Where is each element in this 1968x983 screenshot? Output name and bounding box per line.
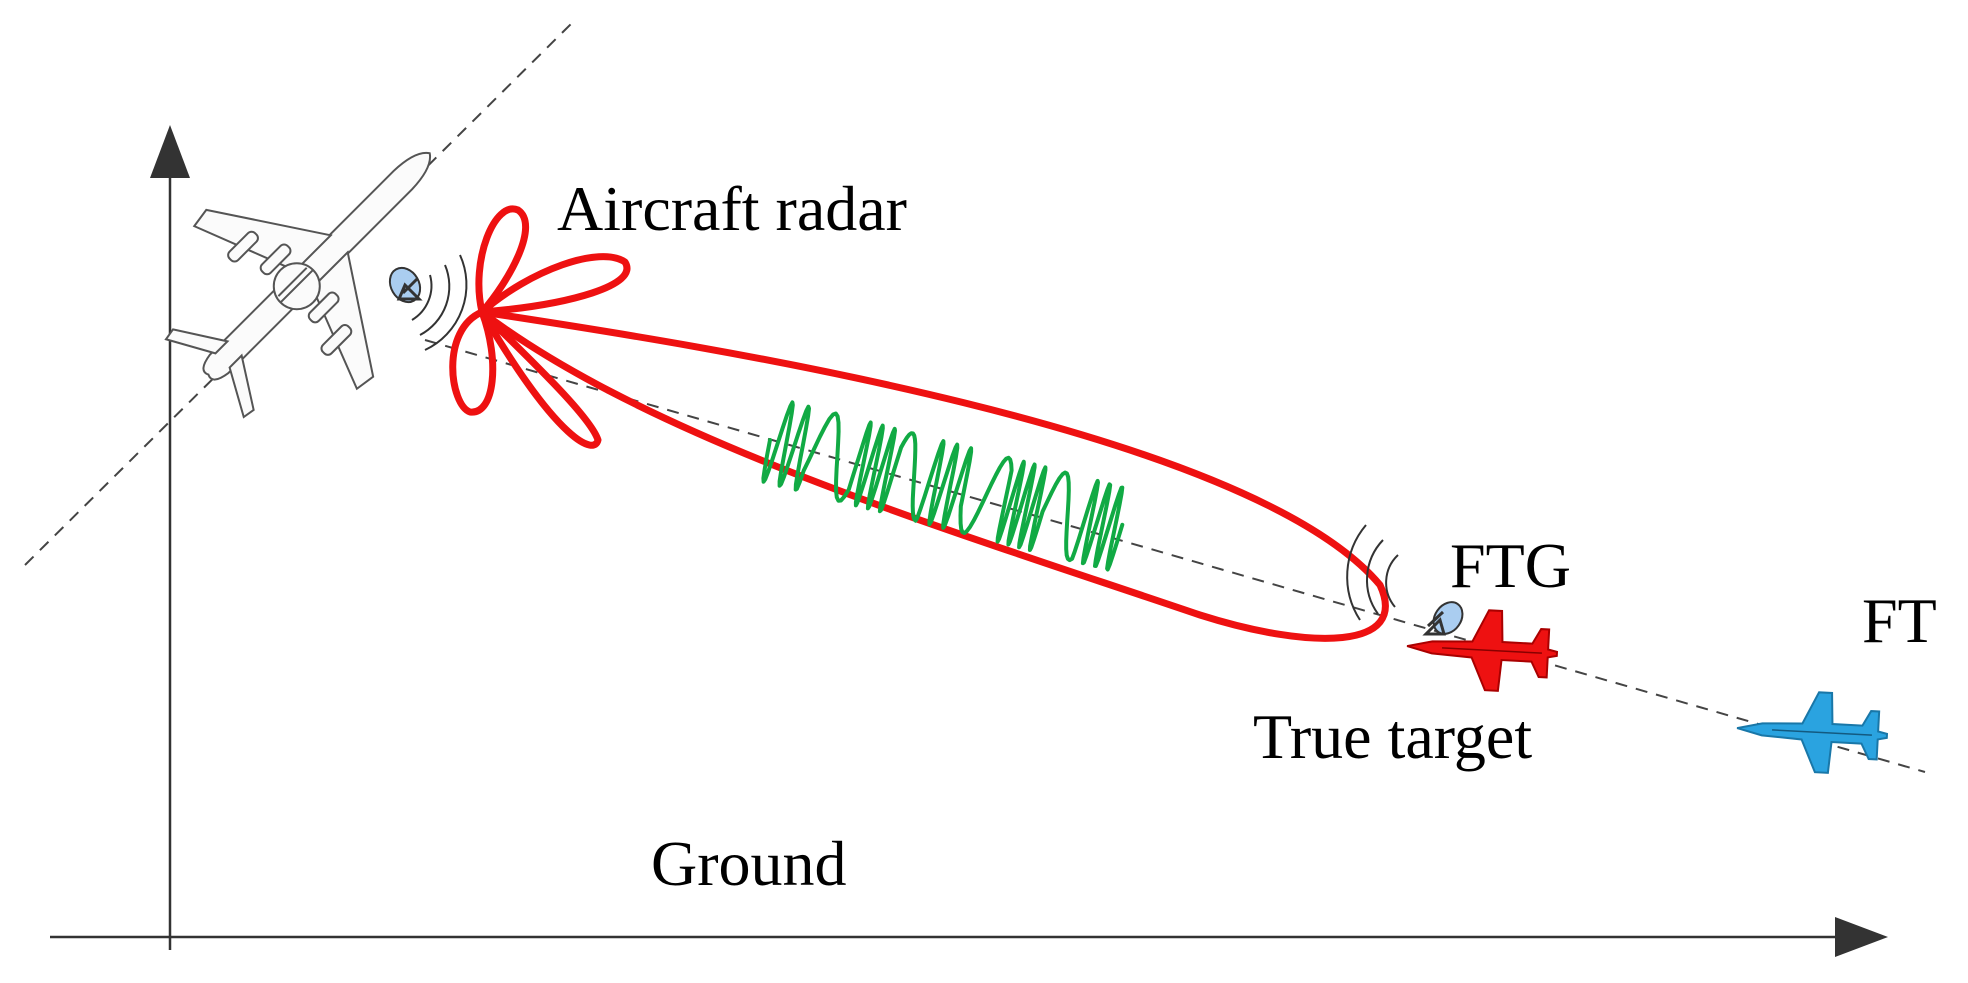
- true-target-label: True target: [1253, 701, 1532, 772]
- aircraft-emission-arcs: [411, 254, 468, 351]
- awacs-aircraft-icon: [164, 151, 432, 419]
- aircraft-radar-dish-icon: [388, 266, 423, 304]
- radar-beam-pattern: [449, 205, 1389, 642]
- ftg-emission-arcs: [1346, 524, 1399, 621]
- jamming-signal-waveform: [761, 400, 1125, 572]
- horizontal-axis-ground: [50, 917, 1888, 957]
- ftg-label: FTG: [1450, 530, 1571, 601]
- aircraft-radar-label: Aircraft radar: [557, 173, 907, 244]
- ft-label: FT: [1862, 585, 1937, 656]
- ground-label: Ground: [651, 828, 847, 899]
- true-target-jet-icon: [1404, 605, 1560, 695]
- line-of-sight-dashed-line: [424, 339, 1926, 773]
- ftg-radar-dish-icon: [1422, 601, 1464, 636]
- false-target-jet-icon: [1734, 687, 1890, 777]
- vertical-axis: [150, 125, 190, 950]
